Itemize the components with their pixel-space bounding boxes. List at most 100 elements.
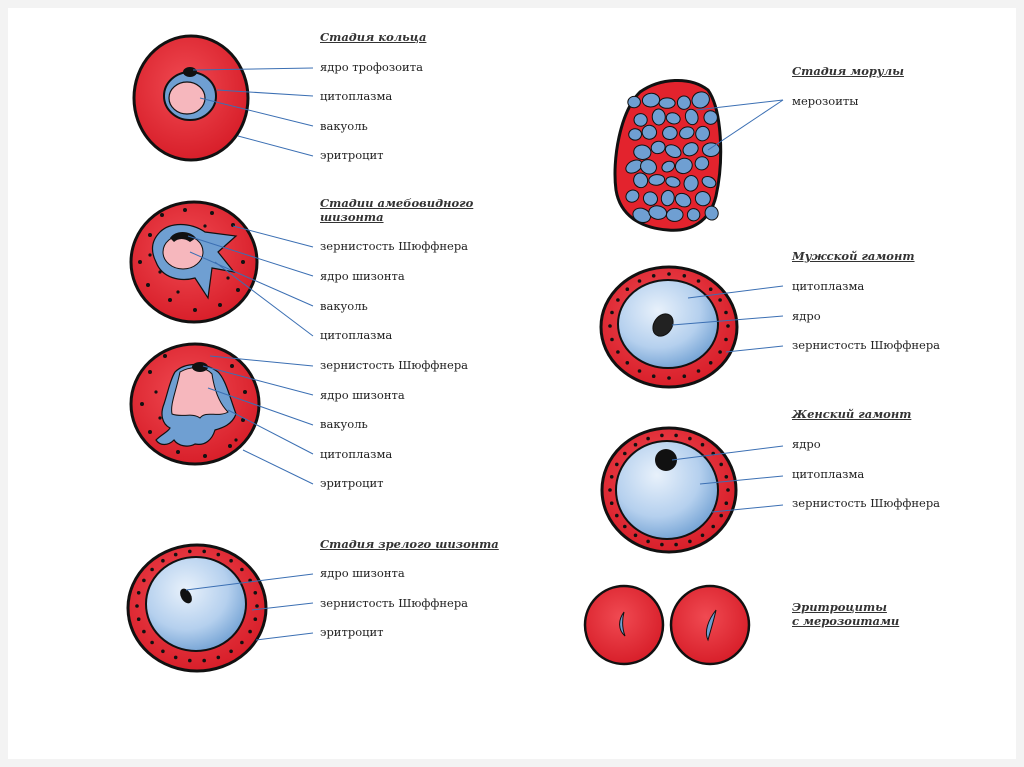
- amoeboid-title-line1: Стадии амебовидного: [320, 196, 474, 210]
- schuffner-dot: [623, 524, 627, 529]
- schuffner-dot: [616, 298, 620, 302]
- male-gamont-title: Мужской гамонт: [792, 249, 915, 263]
- amoeboid-a-label-granules: зернистость Шюффнера: [320, 239, 469, 253]
- schuffner-dot: [188, 549, 192, 554]
- schuffner-dot: [608, 488, 612, 492]
- schuffner-dot: [682, 374, 687, 379]
- female-gamont-cell: [600, 426, 738, 554]
- schuffner-dot: [696, 279, 701, 283]
- schuffner-dot: [136, 591, 141, 595]
- mature-schizont-dots: [135, 549, 259, 663]
- mature-label-granules: зернистость Шюффнера: [320, 596, 469, 610]
- mature-label-erythrocyte: эритроцит: [320, 625, 384, 639]
- schuffner-dot: [161, 558, 165, 563]
- ring-label-nucleus: ядро трофозоита: [320, 60, 423, 74]
- female-label-nucleus: ядро: [792, 437, 821, 451]
- amoeboid-a-label-nucleus: ядро шизонта: [320, 269, 405, 283]
- merozoite: [648, 174, 666, 186]
- schuffner-dot: [646, 539, 650, 544]
- schuffner-dot: [674, 542, 678, 547]
- mature-label-nucleus: ядро шизонта: [320, 566, 405, 580]
- schuffner-dot: [135, 604, 139, 608]
- merozoite: [660, 189, 675, 207]
- schuffner-dot: [216, 552, 221, 557]
- ring-leader-lines: [192, 67, 314, 157]
- merozoite: [683, 175, 699, 192]
- male-gamont-dots: [608, 272, 730, 380]
- ring-stage-cell: [132, 34, 250, 162]
- merozoite: [662, 126, 678, 141]
- merozoites-cluster: [625, 91, 721, 224]
- merozoite: [691, 91, 710, 109]
- amoeboid-title-line2: шизонта: [320, 210, 384, 224]
- schuffner-dot: [726, 324, 730, 328]
- schuffner-dot: [719, 513, 723, 518]
- schuffner-dot: [609, 475, 614, 479]
- merozoite: [682, 142, 699, 157]
- amoeboid-b-label-granules: зернистость Шюффнера: [320, 358, 469, 372]
- schuffner-dot: [142, 629, 146, 634]
- female-gamont-dots: [608, 433, 730, 547]
- merozoite: [627, 95, 641, 109]
- schuffner-dot: [724, 337, 728, 342]
- morula-title: Стадия морулы: [792, 64, 904, 78]
- schuffner-dot: [696, 369, 701, 373]
- merozoite: [703, 110, 718, 125]
- schuffner-dot: [637, 369, 642, 373]
- amoeboid-cell-1: [129, 200, 259, 324]
- merozoite: [625, 189, 640, 203]
- merozoite: [694, 191, 711, 207]
- schuffner-dot: [615, 513, 619, 518]
- schuffner-dot: [173, 655, 178, 660]
- amoeboid-1-vacuole: [162, 234, 204, 270]
- merozoite: [701, 175, 717, 189]
- schuffner-dot: [708, 287, 713, 292]
- schuffner-dot: [718, 350, 722, 354]
- amoeboid-b-label-vacuole: вакуоль: [320, 417, 368, 431]
- merozoite: [674, 192, 692, 208]
- schuffner-dot: [150, 567, 154, 572]
- schuffner-dot: [651, 374, 656, 379]
- schuffner-dot: [253, 591, 258, 595]
- ring-vacuole: [168, 81, 206, 115]
- schuffner-dot: [667, 272, 671, 276]
- merozoite: [679, 126, 695, 140]
- schuffner-dot: [724, 310, 728, 315]
- schuffner-dot: [682, 274, 687, 278]
- schuffner-dot: [610, 337, 614, 342]
- schuffner-dot: [726, 488, 730, 492]
- male-gamont-nucleus: [652, 313, 674, 337]
- amoeboid-b-label-nucleus: ядро шизонта: [320, 388, 405, 402]
- ring-stage-title: Стадия кольца: [320, 30, 427, 44]
- merozoite: [641, 124, 658, 140]
- merozoite: [640, 159, 657, 175]
- schuffner-dot: [615, 462, 619, 467]
- schuffner-dot: [623, 451, 627, 456]
- amoeboid-2-leader-lines: [202, 355, 314, 485]
- schuffner-dot: [253, 617, 258, 621]
- merozoite-cells-title-line1: Эритроциты: [792, 600, 887, 614]
- merozoite: [650, 140, 666, 155]
- merozoite: [665, 176, 681, 188]
- amoeboid-2-vacuole: [171, 367, 229, 419]
- merozoite: [701, 142, 721, 157]
- schuffner-dot: [637, 279, 642, 283]
- morula-label-merozoites: мерозоиты: [792, 94, 859, 108]
- mature-schizont-nucleus: [180, 588, 192, 604]
- amoeboid-1-nucleus: [170, 232, 196, 242]
- mature-schizont-title: Стадия зрелого шизонта: [320, 537, 499, 551]
- amoeboid-2-nucleus: [192, 362, 208, 372]
- male-gamont-cell: [599, 265, 739, 389]
- schuffner-dot: [216, 655, 221, 660]
- merozoite-erythrocyte-2: [669, 584, 751, 666]
- merozoite: [664, 144, 682, 159]
- schuffner-dot: [229, 558, 233, 563]
- morula-cell: [613, 78, 723, 232]
- male-label-cytoplasm: цитоплазма: [792, 279, 865, 293]
- female-gamont-title: Женский гамонт: [792, 407, 912, 421]
- schuffner-dot: [188, 658, 192, 663]
- merozoite: [641, 92, 661, 108]
- schuffner-dot: [633, 533, 638, 538]
- amoeboid-b-label-cytoplasm: цитоплазма: [320, 447, 393, 461]
